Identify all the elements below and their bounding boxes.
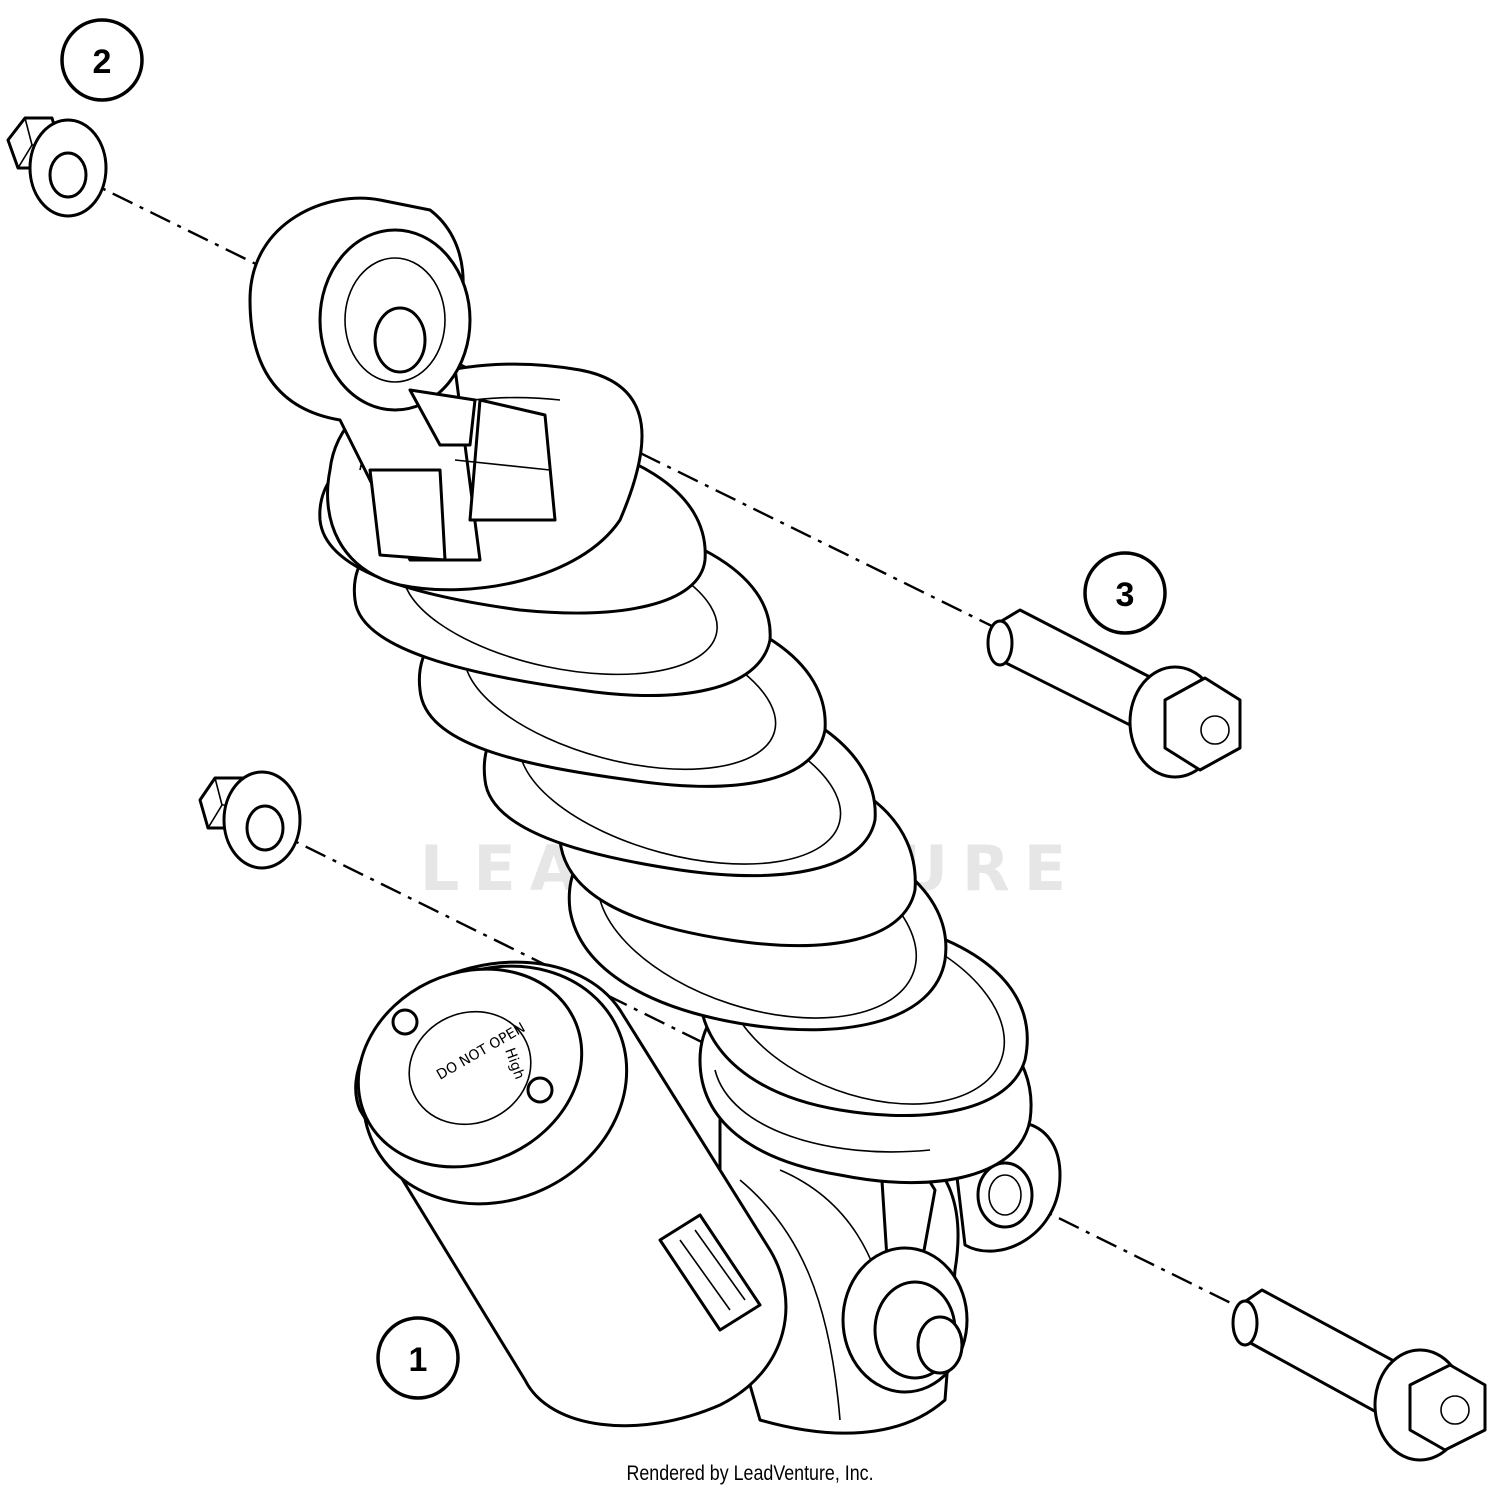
upper-eyelet: [248, 196, 557, 562]
callout-1-label: 1: [409, 1341, 428, 1379]
adjuster-nut: [841, 1246, 969, 1394]
callout-2-label: 2: [93, 43, 112, 81]
callout-3-label: 3: [1116, 576, 1135, 614]
flange-nut-lower[interactable]: [198, 770, 302, 870]
callout-3[interactable]: 3: [1083, 551, 1167, 635]
render-credit: Rendered by LeadVenture, Inc.: [626, 1462, 874, 1485]
callout-1[interactable]: 1: [376, 1316, 460, 1400]
callout-2[interactable]: 2: [60, 18, 144, 102]
shock-absorber[interactable]: DO NOT OPEN High: [248, 196, 1062, 1435]
reservoir: DO NOT OPEN High: [354, 960, 788, 1428]
flange-bolt-upper[interactable]: [986, 608, 1242, 779]
flange-nut-upper[interactable]: [6, 116, 108, 218]
flange-bolt-lower[interactable]: [1231, 1288, 1487, 1462]
